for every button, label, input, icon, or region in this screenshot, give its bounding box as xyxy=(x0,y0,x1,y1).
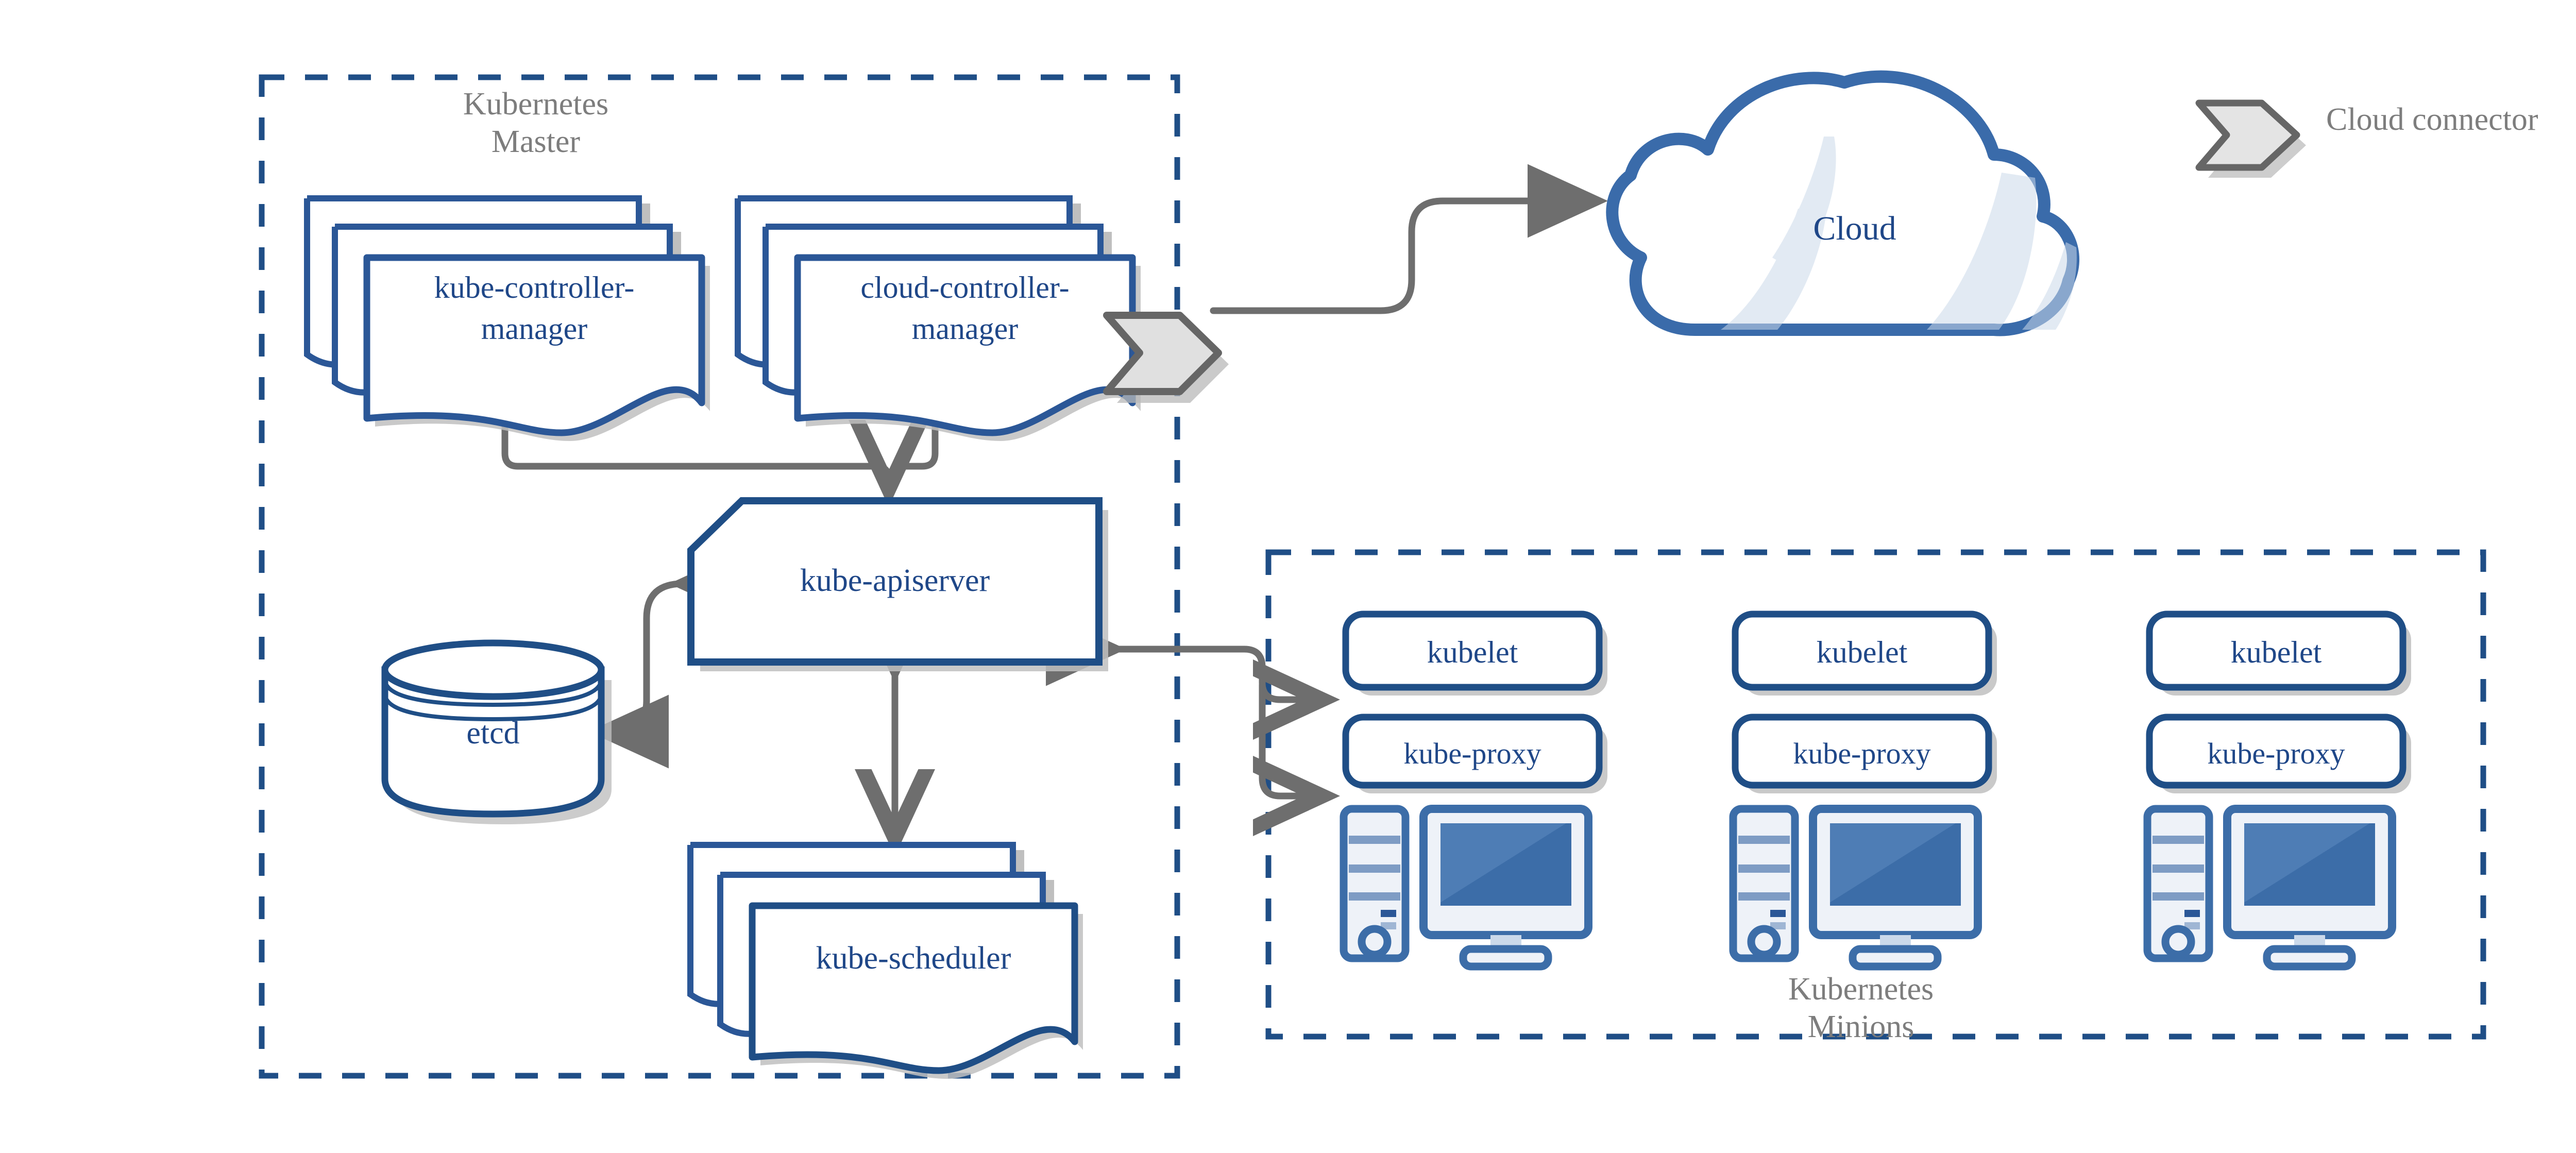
kube-apiserver-label: kube-apiserver xyxy=(800,563,990,598)
computer-icon-1 xyxy=(1340,805,1592,971)
node-kube-scheduler: kube-scheduler xyxy=(687,842,1083,1079)
node-etcd: etcd xyxy=(381,639,612,824)
kube-controller-manager-label-line2: manager xyxy=(481,312,588,346)
computer-icon-3 xyxy=(2143,805,2396,971)
etcd-label: etcd xyxy=(466,716,519,751)
cloud-connector-icon-diagram xyxy=(1103,312,1229,403)
cloud-shape: Cloud xyxy=(1606,70,2079,336)
minion-column-2: kubelet kube-proxy xyxy=(1729,611,1997,971)
kube-proxy-box-3: kube-proxy xyxy=(2146,714,2411,793)
kubelet-box-3: kubelet xyxy=(2146,611,2411,696)
kubelet-label-2: kubelet xyxy=(1817,635,1908,669)
edge-apiserver-to-kubeproxy xyxy=(1253,682,1340,836)
minion-column-3: kubelet kube-proxy xyxy=(2143,611,2411,971)
group-box-minions xyxy=(1265,549,2486,1040)
edge-apiserver-to-etcd xyxy=(588,543,757,769)
kubelet-box-2: kubelet xyxy=(1732,611,1997,696)
kube-proxy-box-2: kube-proxy xyxy=(1732,714,1997,793)
connector-lines xyxy=(465,164,1608,856)
kube-proxy-label-3: kube-proxy xyxy=(2207,737,2345,770)
kubelet-label-1: kubelet xyxy=(1427,635,1518,669)
kubelet-box-1: kubelet xyxy=(1342,611,1607,696)
legend-chevron-connector-icon xyxy=(2195,99,2306,178)
edge-ccm-to-cloud xyxy=(1210,164,1608,314)
node-cloud-controller-manager: cloud-controller- manager xyxy=(735,195,1141,441)
kube-controller-manager-label-line1: kube-controller- xyxy=(434,270,635,304)
cloud-controller-manager-label-line1: cloud-controller- xyxy=(860,270,1069,304)
node-kube-controller-manager: kube-controller- manager xyxy=(304,195,710,441)
kube-scheduler-label: kube-scheduler xyxy=(816,941,1011,976)
kube-proxy-label-2: kube-proxy xyxy=(1793,737,1930,770)
minion-column-1: kubelet kube-proxy xyxy=(1340,611,1607,971)
kube-proxy-box-1: kube-proxy xyxy=(1342,714,1607,793)
edge-apiserver-to-kubelet xyxy=(1046,612,1340,740)
edge-apiserver-to-controllers xyxy=(465,333,929,507)
cloud-label: Cloud xyxy=(1813,210,1896,247)
cloud-controller-manager-label-line2: manager xyxy=(912,312,1019,346)
kube-proxy-label-1: kube-proxy xyxy=(1403,737,1541,770)
node-kube-apiserver: kube-apiserver xyxy=(687,497,1108,671)
kubelet-label-3: kubelet xyxy=(2231,635,2322,669)
computer-icon-2 xyxy=(1729,805,1982,971)
edge-apiserver-branch-ccm xyxy=(893,403,939,470)
